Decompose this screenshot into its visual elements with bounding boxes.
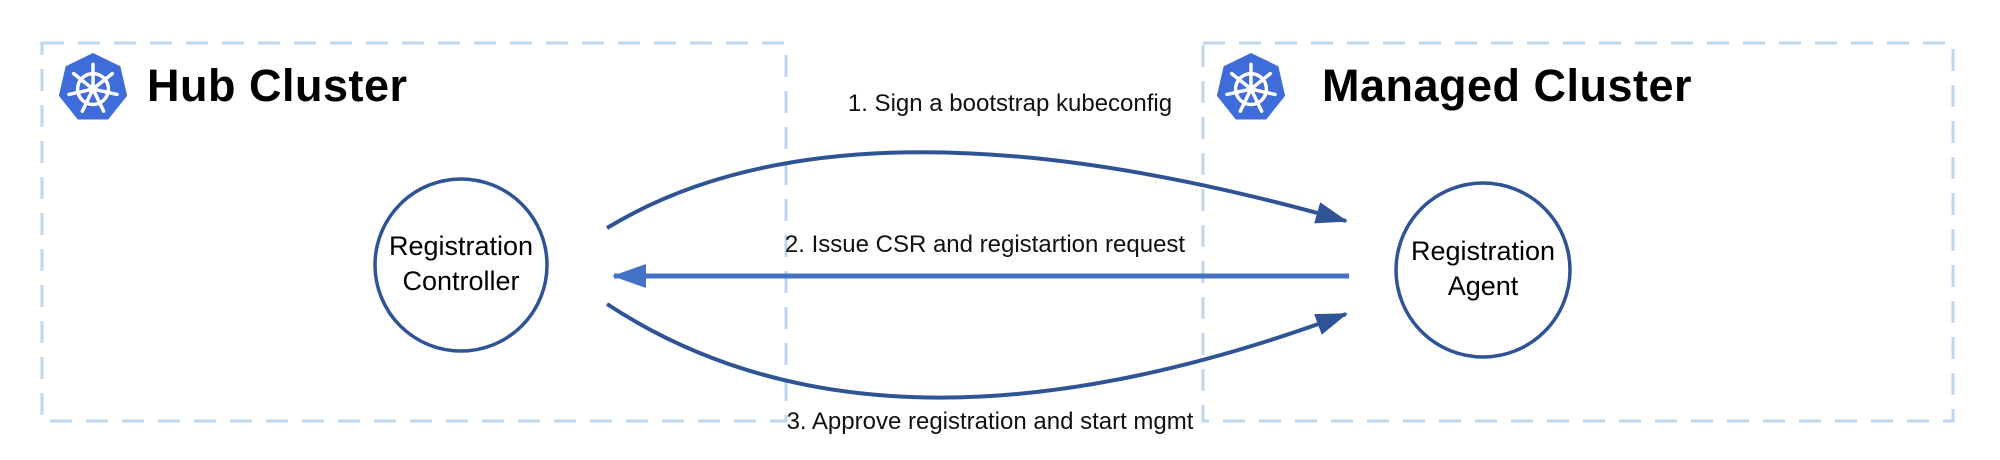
registration-controller-label: Registration Controller — [388, 231, 534, 296]
arrow-3-label: 3. Approve registration and start mgmt — [786, 408, 1194, 435]
registration-controller-node — [373, 177, 549, 353]
arrow-2-label: 2. Issue CSR and registartion request — [784, 231, 1186, 258]
managed-cluster-box — [1201, 41, 1955, 423]
arrow-3-approve-registration — [605, 302, 1348, 400]
kubernetes-icon — [1216, 53, 1286, 120]
managed-cluster-title: Managed Cluster — [1322, 60, 1693, 111]
arrow-1-sign-bootstrap-kubeconfig — [605, 150, 1348, 230]
hub-cluster-box — [40, 41, 788, 423]
hub-cluster-title: Hub Cluster — [147, 60, 408, 111]
kubernetes-icon — [58, 53, 128, 120]
registration-agent-label: Registration Agent — [1410, 236, 1556, 301]
arrow-1-label: 1. Sign a bootstrap kubeconfig — [847, 90, 1173, 117]
registration-agent-node — [1394, 181, 1572, 359]
